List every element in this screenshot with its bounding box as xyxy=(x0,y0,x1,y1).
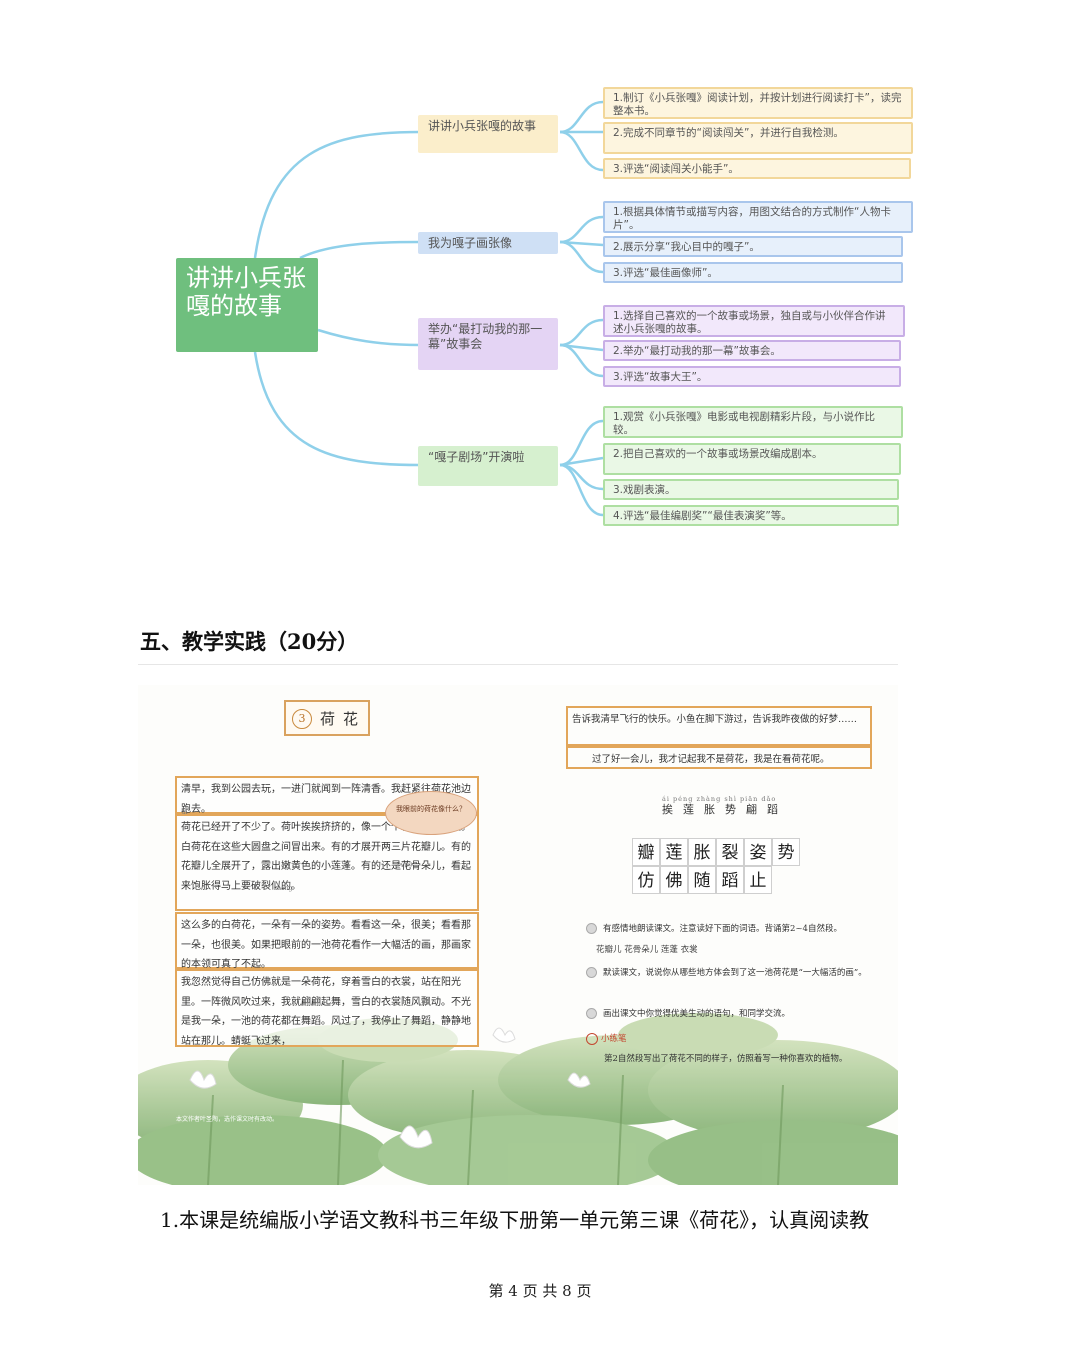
branch-1-item-2: 2.完成不同章节的“阅读闯关”，并进行自我检测。 xyxy=(603,122,913,154)
char-cell: 蹈 xyxy=(716,866,744,894)
char-cell: 随 xyxy=(688,866,716,894)
lesson-title: 荷花 xyxy=(320,710,367,728)
task-3-text: 画出课文中你觉得优美生动的语句，和同学交流。 xyxy=(603,1009,791,1019)
paragraph-4: 我忽然觉得自己仿佛就是一朵荷花，穿着雪白的衣裳，站在阳光里。一阵微风吹过来，我就… xyxy=(175,969,479,1047)
branch-4-item-3: 3.戏剧表演。 xyxy=(603,479,899,500)
connector-branch-3 xyxy=(317,328,421,347)
paragraph-3: 这么多的白荷花，一朵有一朵的姿势。看看这一朵，很美；看看那一朵，也很美。如果把眼… xyxy=(175,912,479,970)
char-cell: 佛 xyxy=(660,866,688,894)
question-1: 1.本课是统编版小学语文教科书三年级下册第一单元第三课《荷花》，认真阅读教 xyxy=(160,1208,870,1232)
annotation-bubble: 我眼前的荷花像什么？ xyxy=(385,791,477,835)
mind-map-root: 讲讲小兵张嘎的故事 xyxy=(176,258,318,352)
pinyin-peng: péng xyxy=(397,861,413,868)
character-grid: 瓣 莲 胀 裂 姿 势 仿 佛 随 蹈 止 xyxy=(632,838,800,894)
branch-4-item-4: 4.评选“最佳编剧奖”“最佳表演奖”等。 xyxy=(603,505,899,526)
task-bullet-icon xyxy=(586,1008,597,1019)
pen-icon xyxy=(586,1032,598,1045)
branch-2-item-3: 3.评选“最佳画像师”。 xyxy=(603,262,903,283)
branch-1-item-1: 1.制订《小兵张嘎》阅读计划，并按计划进行阅读打卡”，读完整本书。 xyxy=(603,87,913,119)
mind-map: 讲讲小兵张嘎的故事 讲讲小兵张嘎的故事 1.制订《小兵张嘎》阅读计划，并按计划进… xyxy=(0,0,1080,560)
task-2-text: 默读课文，说说你从哪些地方体会到了这一池荷花是“一大幅活的画”。 xyxy=(603,968,867,978)
branch-1-label: 讲讲小兵张嘎的故事 xyxy=(418,115,558,153)
char-cell: 莲 xyxy=(660,838,688,866)
right-paragraph-continued: 告诉我清早飞行的快乐。小鱼在脚下游过，告诉我昨夜做的好梦…… xyxy=(566,706,872,746)
practice-label-text: 小练笔 xyxy=(601,1034,627,1044)
branch-3-item-2: 2.举办“最打动我的那一幕”故事会。 xyxy=(603,340,901,361)
mind-map-connectors xyxy=(253,100,604,517)
right-paragraph-last: 过了好一会儿，我才记起我不是荷花，我是在看荷花呢。 xyxy=(566,746,872,769)
textbook-caption: 本文作者叶圣陶，选作课文时有改动。 xyxy=(176,1116,279,1123)
char-cell: 止 xyxy=(744,866,772,894)
practice-text: 第2自然段写出了荷花不同的样子，仿照着写一种你喜欢的植物。 xyxy=(604,1054,848,1064)
lesson-number: 3 xyxy=(292,709,312,729)
task-3: 画出课文中你觉得优美生动的语句，和同学交流。 xyxy=(586,1006,876,1022)
branch-4-label: “嘎子剧场”开演啦 xyxy=(418,446,558,486)
task-bullet-icon xyxy=(586,967,597,978)
textbook-image: 3 荷花 清早，我到公园去玩，一进门就闻到一阵清香。我赶紧往荷花池边跑去。 荷花… xyxy=(138,685,898,1185)
page-footer: 第 4 页 共 8 页 xyxy=(488,1282,592,1300)
task-1-text: 有感情地朗读课文。注意读好下面的词语。背诵第2~4自然段。 xyxy=(603,924,842,934)
branch-3-item-3: 3.评选“故事大王”。 xyxy=(603,366,901,387)
vocab-words: 挨莲胀势翩蹈 xyxy=(662,803,788,816)
branch-4-item-1: 1.观赏《小兵张嘎》电影或电视剧精彩片段，与小说作比较。 xyxy=(603,406,903,438)
char-cell: 姿 xyxy=(744,838,772,866)
connector-branch-1 xyxy=(253,130,421,259)
lesson-title-box: 3 荷花 xyxy=(284,700,370,736)
char-cell: 势 xyxy=(772,838,800,866)
branch-4-item-2: 2.把自己喜欢的一个故事或场景改编成剧本。 xyxy=(603,443,901,475)
task-bullet-icon xyxy=(586,923,597,934)
branch-3-label: 举办“最打动我的那一幕”故事会 xyxy=(418,318,558,370)
task-1-words: 花瓣儿 花骨朵儿 莲蓬 衣裳 xyxy=(596,945,698,955)
task-2: 默读课文，说说你从哪些地方体会到了这一池荷花是“一大幅活的画”。 xyxy=(586,965,876,981)
branch-2-label: 我为嘎子画张像 xyxy=(418,232,558,254)
char-cell: 瓣 xyxy=(632,838,660,866)
section-title: 五、教学实践（20分） xyxy=(140,629,359,654)
pinyin-zhang: zhàng xyxy=(274,885,293,892)
branch-2-item-2: 2.展示分享“我心目中的嘎子”。 xyxy=(603,236,903,257)
lotus-flower-icon xyxy=(189,1027,591,1149)
practice-label: 小练笔 xyxy=(586,1031,627,1047)
task-1: 有感情地朗读课文。注意读好下面的词语。背诵第2~4自然段。 xyxy=(586,921,876,937)
pinyin-ai: āi xyxy=(182,809,188,816)
connector-branch-4 xyxy=(253,351,421,467)
vocab-pinyin: ái péng zhàng shì piān dǎo xyxy=(662,795,777,803)
char-cell: 胀 xyxy=(688,838,716,866)
branch-3-item-1: 1.选择自己喜欢的一个故事或场景，独自或与小伙伴合作讲述小兵张嘎的故事。 xyxy=(603,305,905,337)
char-cell: 裂 xyxy=(716,838,744,866)
section-divider xyxy=(138,664,898,665)
char-cell: 仿 xyxy=(632,866,660,894)
connector-branch-2 xyxy=(299,240,421,260)
branch-1-item-3: 3.评选“阅读闯关小能手”。 xyxy=(603,158,911,179)
branch-2-item-1: 1.根据具体情节或描写内容，用图文结合的方式制作“人物卡片”。 xyxy=(603,201,913,233)
